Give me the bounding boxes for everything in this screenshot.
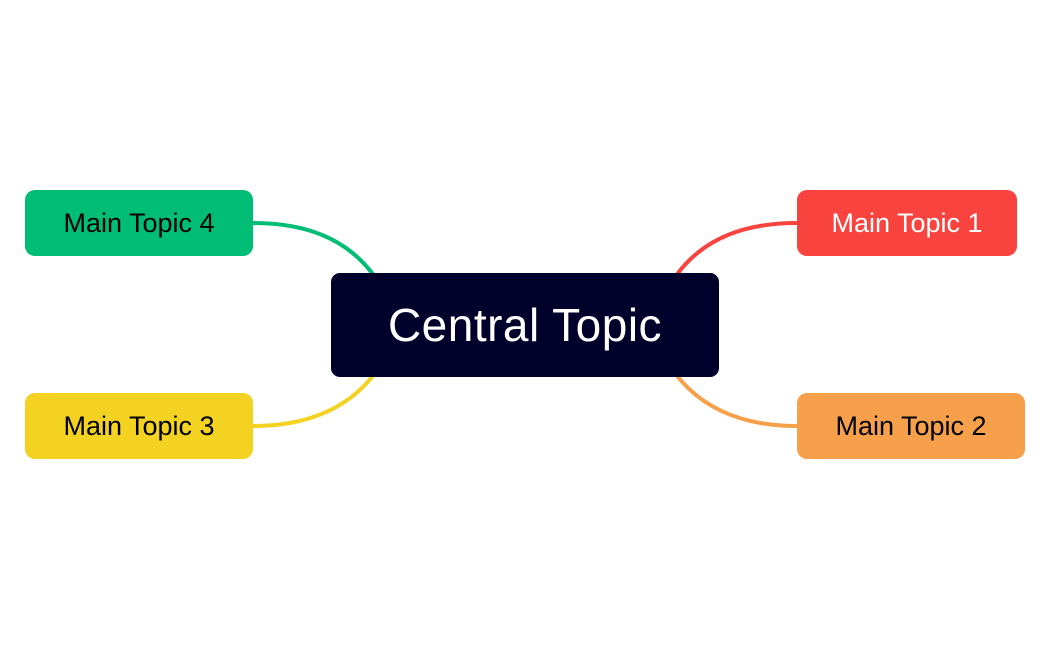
- main-topic-4-label: Main Topic 4: [63, 207, 215, 238]
- connector-main-topic-1: [676, 221, 799, 275]
- main-topic-2-label: Main Topic 2: [835, 410, 987, 441]
- central-topic-label: Central Topic: [387, 299, 663, 351]
- main-topic-3-label: Main Topic 3: [63, 410, 215, 441]
- connector-main-topic-3: [251, 375, 374, 428]
- main-topic-2-node[interactable]: Main Topic 2: [797, 393, 1025, 459]
- main-topic-1-label: Main Topic 1: [831, 207, 983, 238]
- main-topic-4-node[interactable]: Main Topic 4: [25, 190, 253, 256]
- main-topic-3-node[interactable]: Main Topic 3: [25, 393, 253, 459]
- connector-main-topic-4: [251, 221, 374, 275]
- central-topic-node[interactable]: Central Topic: [331, 273, 719, 377]
- main-topic-1-node[interactable]: Main Topic 1: [797, 190, 1017, 256]
- connector-main-topic-2: [676, 375, 799, 428]
